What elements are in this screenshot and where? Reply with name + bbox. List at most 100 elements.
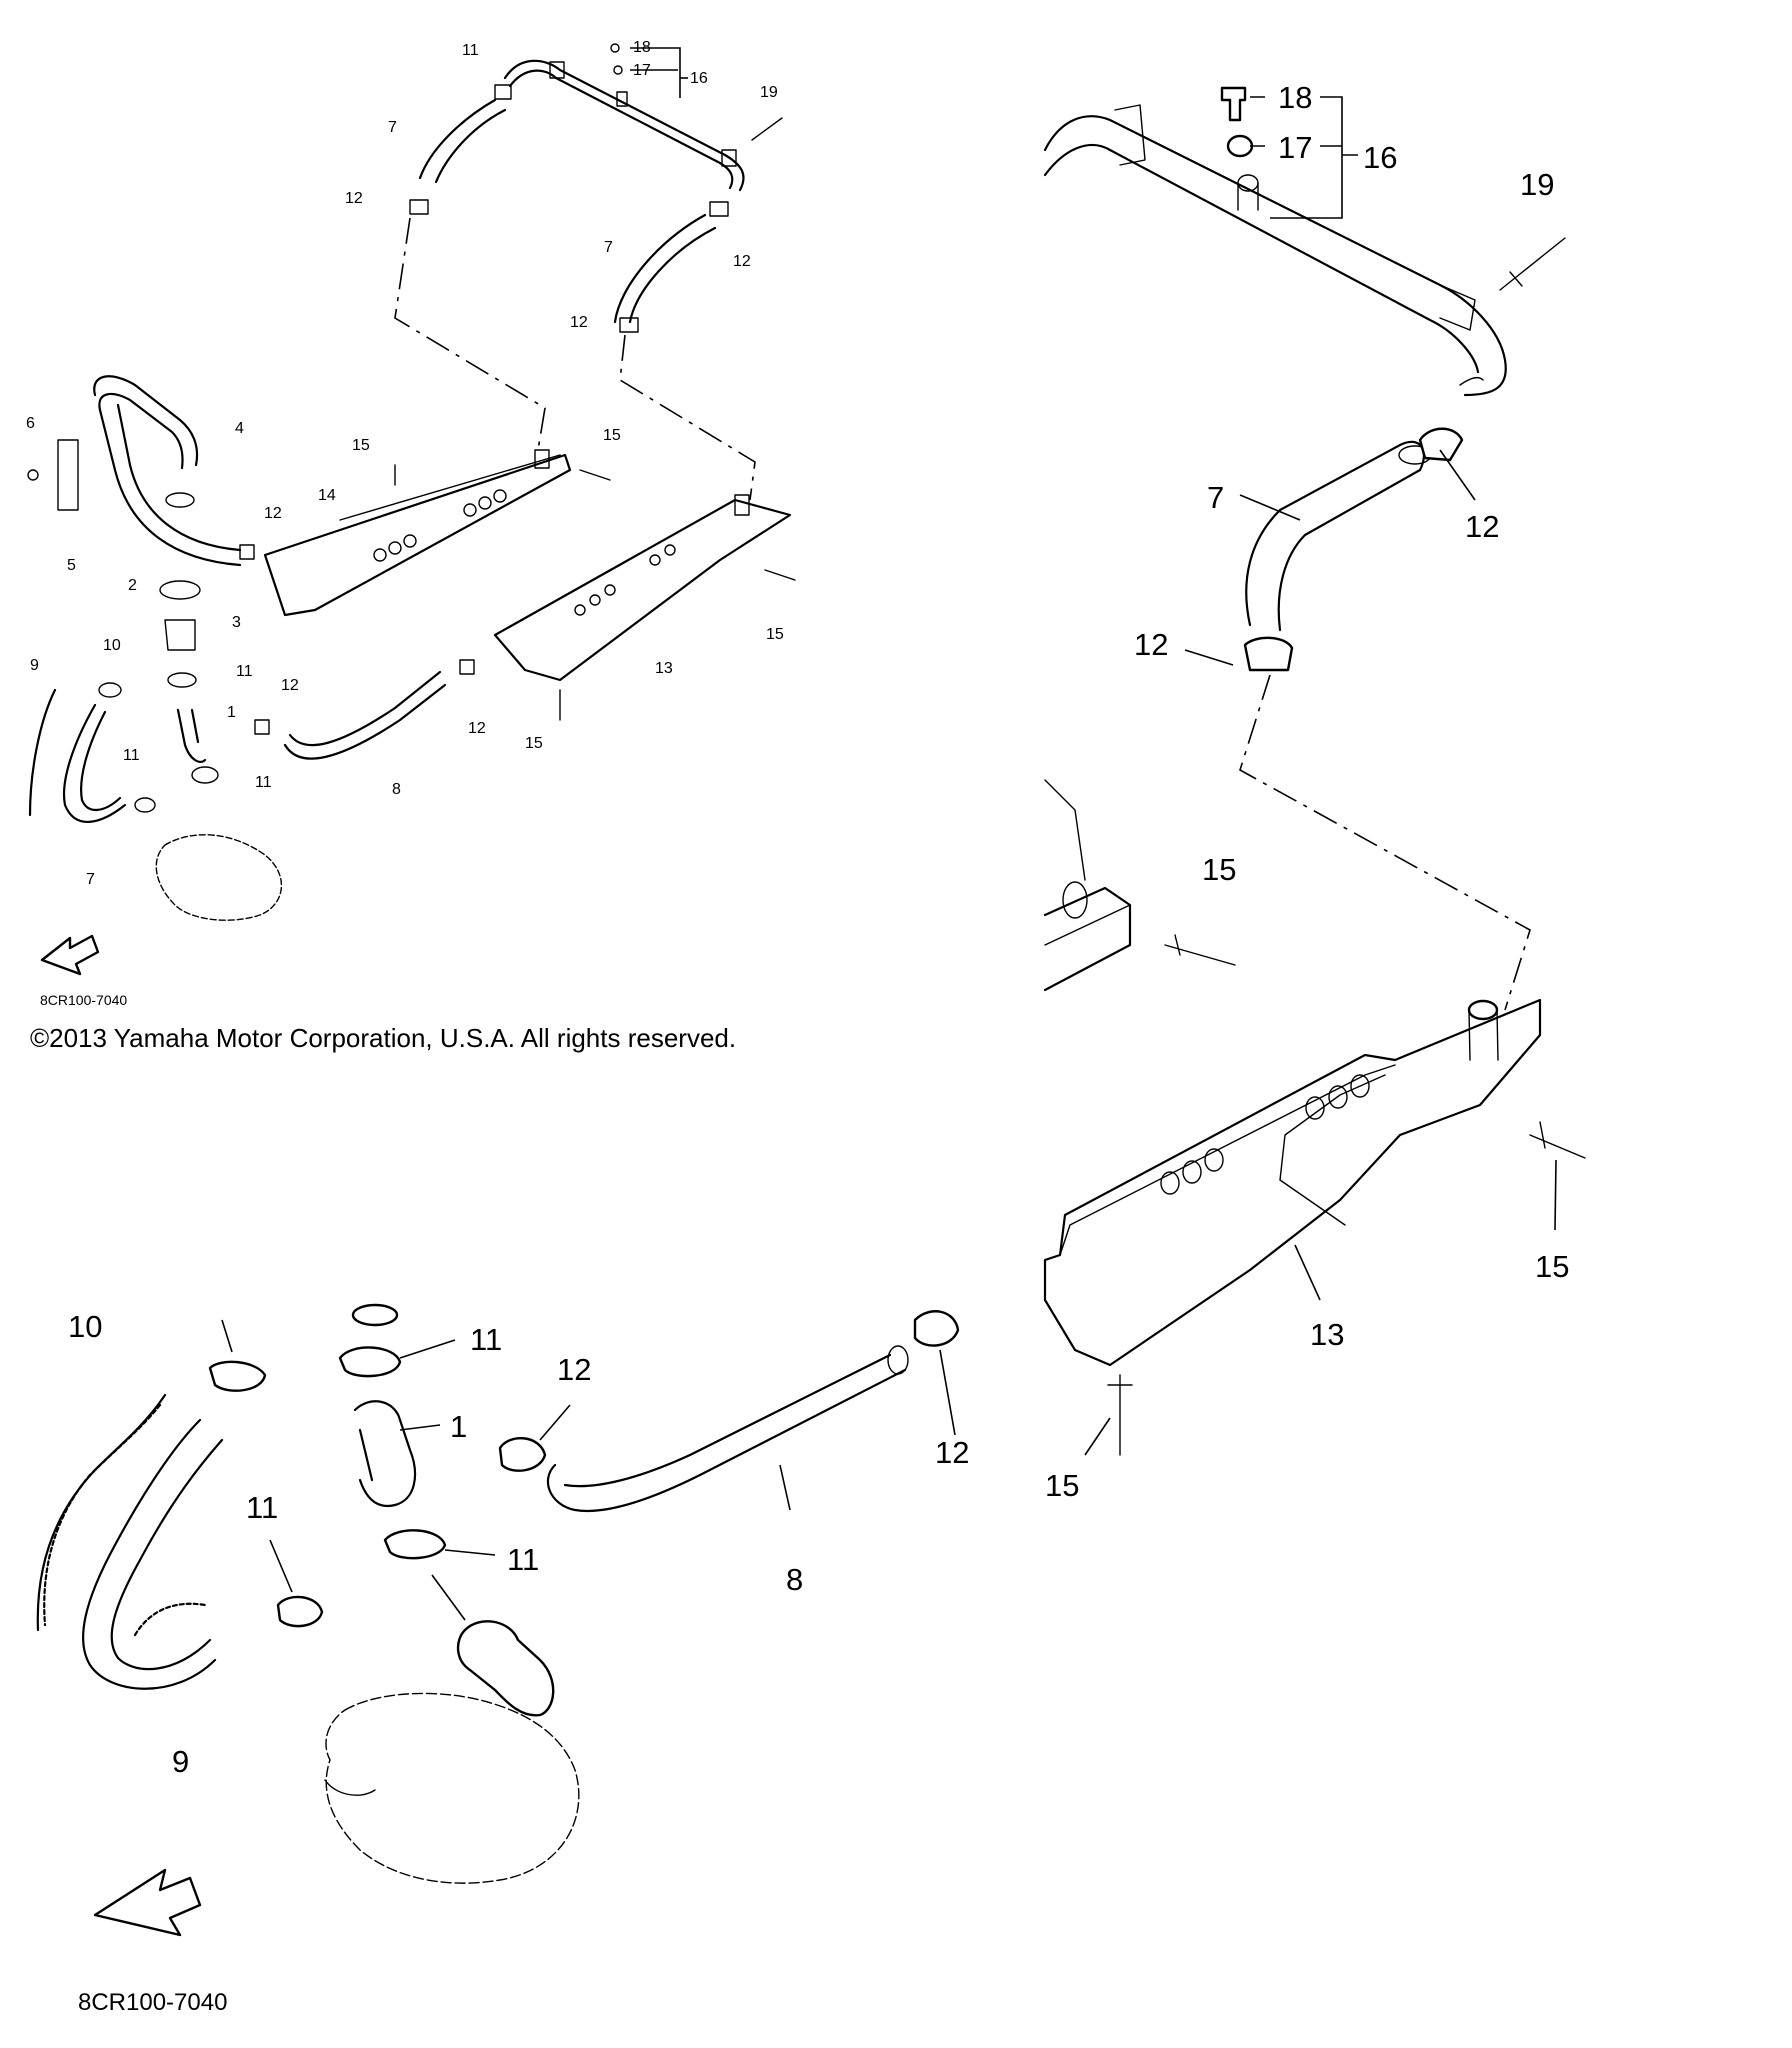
callout-overview-8: 8 — [392, 781, 401, 798]
callout-detail-18: 18 — [1278, 80, 1312, 115]
overview-clamp-12f — [254, 719, 270, 735]
overview-engine — [155, 834, 282, 921]
callout-overview-15c: 15 — [766, 626, 784, 643]
overview-clamp-12d — [619, 317, 639, 333]
callout-detail-bottom-12: 12 — [557, 1352, 591, 1387]
overview-clamp-12g — [459, 659, 475, 675]
detail-hose-1 — [353, 1400, 417, 1508]
callout-detail-15b: 15 — [1535, 1249, 1569, 1284]
detail-top-callouts: 18 17 16 19 7 12 12 15 15 13 12 15 — [935, 80, 1569, 1503]
callout-detail-bottom-1: 1 — [450, 1409, 467, 1444]
detail-clamp-top-1 — [351, 1303, 399, 1327]
copyright-notice: ©2013 Yamaha Motor Corporation, U.S.A. A… — [30, 1023, 736, 1053]
overview-hose-9 — [63, 703, 127, 823]
detail-hose-9 — [82, 1418, 217, 1690]
detail-clamp-11-left — [276, 1595, 324, 1628]
callout-overview-4: 4 — [235, 420, 244, 437]
callout-overview-12c: 12 — [733, 253, 751, 270]
callout-detail-15c: 15 — [1045, 1468, 1079, 1503]
overview-screw-19 — [751, 117, 783, 141]
callout-detail-13: 13 — [1310, 1317, 1344, 1352]
detail-pipe-16 — [1043, 115, 1507, 397]
overview-clamp-11d — [191, 766, 219, 784]
callout-overview-12e: 12 — [264, 505, 282, 522]
detail-figure-code: 8CR100-7040 — [78, 1989, 227, 2016]
callout-detail-bottom-8: 8 — [786, 1562, 803, 1597]
callout-overview-18: 18 — [633, 39, 651, 56]
overview-pipe-bracket-left — [549, 61, 565, 79]
callout-overview-12a: 11 — [462, 42, 479, 59]
callout-overview-6: 6 — [26, 415, 35, 432]
overview-pipe-nipple — [616, 91, 628, 107]
overview-bracket-5 — [57, 439, 79, 511]
detail-exchanger-13 — [1043, 998, 1542, 1367]
callout-overview-15d: 15 — [525, 735, 543, 752]
overview-hose-7-right — [613, 213, 707, 324]
callout-overview-1: 1 — [227, 704, 236, 721]
callout-overview-19: 19 — [760, 84, 778, 101]
callout-overview-3: 3 — [232, 614, 241, 631]
overview-pipe-bracket-right — [721, 149, 737, 167]
overview-housing-3 — [164, 619, 196, 651]
detail-fwd-arrow — [93, 1868, 202, 1937]
overview-clamp-12b — [409, 199, 429, 215]
detail-clamp-11a — [338, 1346, 402, 1378]
callout-detail-bottom-9: 9 — [172, 1744, 189, 1779]
detail-hose-7 — [1245, 440, 1426, 627]
overview-bolt-18 — [610, 43, 620, 53]
detail-water-pump — [456, 1620, 555, 1717]
overview-cap-2 — [159, 580, 201, 600]
overview-diagram — [27, 43, 796, 976]
callout-overview-12b: 12 — [345, 190, 363, 207]
callout-detail-17: 17 — [1278, 130, 1312, 165]
detail-washer-17 — [1226, 134, 1254, 158]
detail-clamp-11-top — [208, 1360, 267, 1392]
detail-screw-15b — [1529, 1134, 1586, 1159]
overview-callouts: 11 18 17 16 19 7 12 12 7 12 6 4 15 15 14… — [26, 39, 784, 1008]
overview-figure-code: 8CR100-7040 — [40, 992, 127, 1008]
overview-fwd-arrow — [40, 934, 100, 976]
overview-exchanger-14 — [263, 453, 572, 617]
callout-overview-10: 9 — [30, 657, 39, 674]
overview-clamp-12e — [239, 544, 255, 560]
callout-overview-13: 13 — [655, 660, 673, 677]
overview-hose-8 — [283, 683, 447, 760]
detail-engine — [325, 1692, 580, 1884]
callout-detail-12c: 12 — [935, 1435, 969, 1470]
overview-washer-17 — [613, 65, 623, 75]
overview-clamp-11c — [98, 682, 122, 698]
callout-detail-bottom-10: 10 — [68, 1309, 102, 1344]
detail-bolt-18 — [1220, 86, 1247, 122]
callout-overview-15a: 15 — [352, 437, 370, 454]
overview-screw-15b — [579, 469, 611, 481]
overview-clamp-11a — [165, 492, 195, 508]
callout-detail-7: 7 — [1207, 480, 1224, 515]
callout-overview-11c: 11 — [123, 747, 140, 764]
callout-overview-12d: 12 — [570, 314, 588, 331]
callout-detail-15a: 15 — [1202, 852, 1236, 887]
overview-clamp-12a — [494, 84, 512, 100]
detail-clamp-12a — [1418, 427, 1464, 462]
detail-bottom — [36, 1303, 960, 1937]
overview-exchanger-13 — [493, 498, 792, 682]
detail-bottom-callouts: 10 11 1 12 11 11 8 9 8CR100-7040 — [68, 1309, 803, 2016]
callout-overview-11b: 11 — [236, 663, 253, 680]
callout-overview-11d: 11 — [255, 774, 272, 791]
detail-hose-8 — [546, 1368, 907, 1512]
callout-detail-bottom-11a: 11 — [470, 1322, 502, 1357]
overview-bolt-6 — [27, 469, 39, 481]
callout-detail-12b: 12 — [1134, 627, 1168, 662]
overview-clamp-12c — [709, 201, 729, 217]
overview-upper-pipe — [503, 59, 745, 192]
callout-detail-bottom-11b: 11 — [246, 1490, 278, 1525]
callout-overview-5: 5 — [67, 557, 76, 574]
detail-clamp-12 — [498, 1436, 547, 1472]
callout-overview-12f: 12 — [281, 677, 299, 694]
detail-clamp-11b — [383, 1529, 447, 1560]
callout-overview-7a: 7 — [388, 119, 397, 136]
callout-detail-16: 16 — [1363, 140, 1397, 175]
detail-screw-15a — [1164, 944, 1236, 966]
callout-overview-7b: 7 — [604, 239, 613, 256]
overview-hose-7-left — [418, 98, 497, 180]
